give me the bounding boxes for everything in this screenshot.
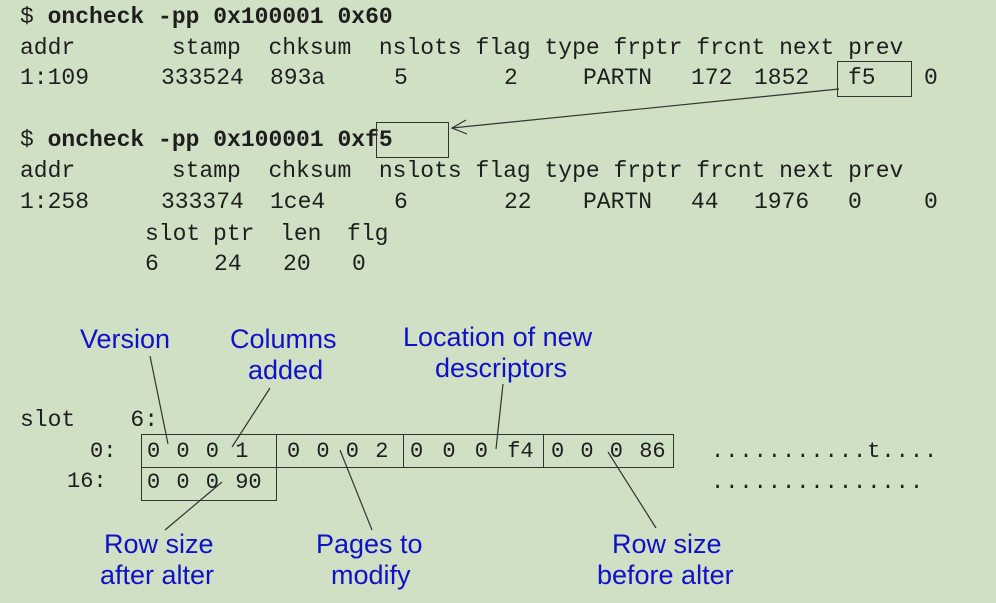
frcnt-value: 1976 — [754, 189, 810, 215]
command-line-2: $ oncheck -pp 0x100001 0xf5 — [20, 125, 393, 156]
columns-added-pointer-line — [231, 387, 271, 448]
arrow-head — [450, 119, 468, 135]
addr-value: 1:258 — [20, 189, 90, 215]
flag-value: 2 — [504, 65, 518, 91]
header-row-2: addr stamp chksum nslots flag type frptr… — [20, 158, 904, 184]
version-pointer-line — [149, 355, 169, 445]
columns-added-label-line1: Columns — [230, 324, 337, 354]
stamp-value: 333524 — [161, 65, 244, 91]
next-pointer-arrow — [451, 88, 840, 129]
prev-value: 0 — [924, 189, 938, 215]
stamp-value: 333374 — [161, 189, 244, 215]
frptr-value: 44 — [691, 189, 719, 215]
next-pointer-box — [837, 61, 912, 97]
chksum-value: 893a — [270, 65, 326, 91]
type-value: PARTN — [583, 189, 653, 215]
type-value: PARTN — [583, 65, 653, 91]
location-label-line2: descriptors — [435, 353, 568, 383]
frptr-value: 172 — [691, 65, 733, 91]
command-args: 0x100001 0x60 — [199, 4, 393, 30]
addr-value: 1:109 — [20, 65, 90, 91]
pages-label-line1: Pages to — [316, 529, 423, 559]
hex-value-row-size-after: 0 0 0 90 — [147, 470, 262, 495]
next-value: 0 — [848, 189, 862, 215]
row-size-after-label-line1: Row size — [104, 529, 214, 559]
command-line-1: $ oncheck -pp 0x100001 0x60 — [20, 2, 393, 33]
hex-value-location: 0 0 0 f4 — [410, 439, 534, 464]
pages-pointer-line — [339, 449, 373, 531]
row-size-after-pointer-line — [164, 481, 223, 531]
row-size-after-label-line2: after alter — [100, 560, 215, 590]
command-name: oncheck -pp — [47, 4, 200, 30]
hex-cell-row-size-before — [543, 434, 674, 468]
hex-cell-row-size-after — [141, 467, 277, 501]
version-label: Version — [80, 324, 171, 354]
frcnt-value: 1852 — [754, 65, 810, 91]
prev-value: 0 — [924, 65, 938, 91]
ascii-row-16: ............... — [711, 470, 925, 495]
slot-values: 6 24 20 0 — [145, 251, 366, 277]
hex-value-columns-added: 0 0 0 1 — [147, 439, 249, 464]
offset-0: 0: — [90, 439, 117, 464]
slot-line: slot 6: — [20, 407, 159, 433]
ascii-row-0: ...........t.... — [711, 439, 939, 464]
page-arg-boxed: 0xf5 — [337, 127, 393, 153]
command-args: 0x100001 — [199, 127, 338, 153]
page-arg-box — [376, 122, 449, 158]
pages-label-line2: modify — [331, 560, 411, 590]
slot-header: slot ptr len flg — [145, 221, 389, 247]
row-size-before-pointer-line — [607, 451, 657, 529]
chksum-value: 1ce4 — [270, 189, 326, 215]
header-row-1: addr stamp chksum nslots flag type frptr… — [20, 35, 904, 61]
hex-value-row-size-before: 0 0 0 86 — [551, 439, 666, 464]
next-value: f5 — [848, 65, 876, 91]
row-size-before-label-line2: before alter — [597, 560, 734, 590]
location-label-line1: Location of new — [403, 322, 593, 352]
hex-value-pages: 0 0 0 2 — [287, 439, 389, 464]
row-size-before-label-line1: Row size — [612, 529, 722, 559]
columns-added-label-line2: added — [248, 355, 324, 385]
prompt: $ — [20, 4, 48, 30]
nslots-value: 5 — [394, 65, 408, 91]
flag-value: 22 — [504, 189, 532, 215]
nslots-value: 6 — [394, 189, 408, 215]
prompt: $ — [20, 127, 48, 153]
offset-16: 16: — [67, 469, 107, 494]
command-name: oncheck -pp — [47, 127, 200, 153]
location-pointer-line — [495, 383, 504, 450]
